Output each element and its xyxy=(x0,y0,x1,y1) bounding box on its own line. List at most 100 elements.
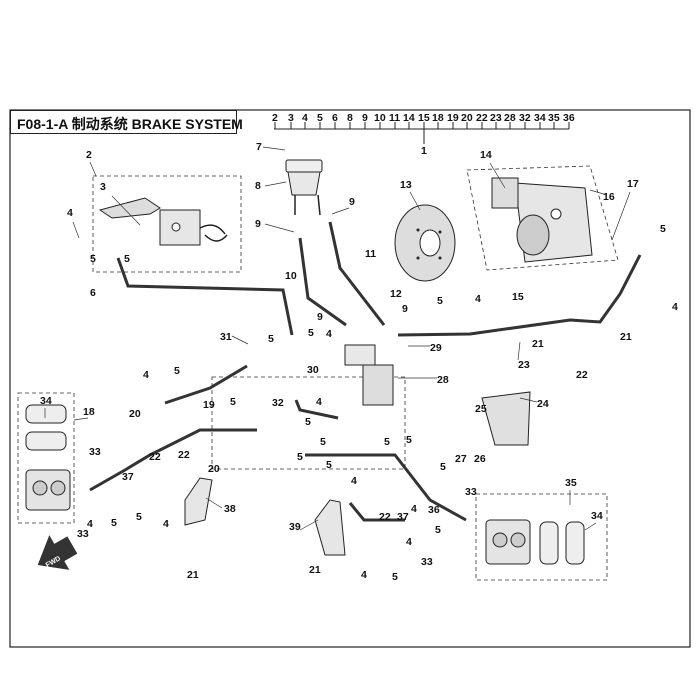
index-total-label: 1 xyxy=(421,145,427,157)
callout-c21d: 21 xyxy=(309,564,321,576)
index-number: 3 xyxy=(288,112,294,124)
callout-c4c: 4 xyxy=(475,293,481,305)
leader-line xyxy=(262,146,286,151)
callout-c34a: 34 xyxy=(40,395,52,407)
callout-c22c: 22 xyxy=(178,449,190,461)
index-number: 28 xyxy=(504,112,516,124)
index-number: 5 xyxy=(317,112,323,124)
leader-line xyxy=(231,335,249,345)
callout-c4h: 4 xyxy=(163,518,169,530)
callout-c24: 24 xyxy=(537,398,549,410)
callout-c16: 16 xyxy=(603,191,615,203)
group-box-rear-caliper xyxy=(466,165,619,271)
leader-line xyxy=(72,221,80,239)
handlebar-brake-lever xyxy=(98,197,228,246)
callout-c4d: 4 xyxy=(326,328,332,340)
callout-c5q: 5 xyxy=(435,524,441,536)
callout-c5e: 5 xyxy=(268,333,274,345)
leader-line xyxy=(299,519,319,531)
group-boxes xyxy=(17,165,619,581)
leader-line xyxy=(331,207,350,215)
callout-c5o: 5 xyxy=(392,571,398,583)
leader-line xyxy=(489,162,506,189)
right-caliper-assembly xyxy=(485,519,585,565)
callout-c4f: 4 xyxy=(143,369,149,381)
callout-c27: 27 xyxy=(455,453,467,465)
title-box: F08-1-A 制动系统 BRAKE SYSTEM xyxy=(10,110,243,134)
leader-line xyxy=(264,181,287,187)
callout-c13: 13 xyxy=(400,179,412,191)
callout-c4b: 4 xyxy=(672,301,678,313)
callout-c5l: 5 xyxy=(136,511,142,523)
callout-c19: 19 xyxy=(203,399,215,411)
index-number: 4 xyxy=(302,112,308,124)
callout-c5d: 5 xyxy=(437,295,443,307)
callout-c39: 39 xyxy=(289,521,301,533)
callout-c5b: 5 xyxy=(124,253,130,265)
bracket-39 xyxy=(314,499,346,556)
callout-c6: 6 xyxy=(90,287,96,299)
index-number: 11 xyxy=(389,112,400,124)
callout-c5g: 5 xyxy=(305,416,311,428)
hose-30 xyxy=(294,399,339,420)
callout-c3: 3 xyxy=(100,181,106,193)
callout-c37a: 37 xyxy=(122,471,134,483)
callout-c22b: 22 xyxy=(149,451,161,463)
callout-c14: 14 xyxy=(480,149,492,161)
callout-c4e: 4 xyxy=(316,396,322,408)
leader-line xyxy=(519,397,538,403)
leader-line xyxy=(409,191,421,211)
callout-c4k: 4 xyxy=(361,569,367,581)
hose-lower xyxy=(348,502,405,522)
index-number: 22 xyxy=(476,112,488,124)
callout-c5f: 5 xyxy=(308,327,314,339)
leader-line xyxy=(611,191,631,241)
callout-c9b: 9 xyxy=(349,196,355,208)
group-box-handlebar-lever xyxy=(92,175,242,273)
hose-36 xyxy=(305,453,467,522)
leader-line xyxy=(73,417,89,421)
callout-c21a: 21 xyxy=(532,338,544,350)
index-number: 9 xyxy=(362,112,368,124)
bracket-38 xyxy=(184,477,213,526)
hose-front-left xyxy=(116,257,294,336)
callout-c28: 28 xyxy=(437,374,449,386)
callout-c33c: 33 xyxy=(465,486,477,498)
index-number: 19 xyxy=(447,112,459,124)
callout-c17: 17 xyxy=(627,178,639,190)
callout-c8: 8 xyxy=(255,180,261,192)
callout-c5c: 5 xyxy=(660,223,666,235)
callout-c22d: 22 xyxy=(379,511,391,523)
callout-c4g: 4 xyxy=(87,518,93,530)
index-number: 23 xyxy=(490,112,502,124)
callout-c33d: 33 xyxy=(421,556,433,568)
callout-c26: 26 xyxy=(474,453,486,465)
index-number: 36 xyxy=(563,112,575,124)
callout-c36: 36 xyxy=(428,504,440,516)
callout-c4j: 4 xyxy=(411,503,417,515)
callout-c20a: 20 xyxy=(129,408,141,420)
outer-frame xyxy=(9,109,691,648)
callout-c5m: 5 xyxy=(297,451,303,463)
callout-c37b: 37 xyxy=(397,511,409,523)
leader-line xyxy=(111,195,141,226)
leader-line xyxy=(264,223,295,233)
callout-c5n: 5 xyxy=(326,459,332,471)
callout-c2: 2 xyxy=(86,149,92,161)
hose-10 xyxy=(298,237,347,327)
index-number: 8 xyxy=(347,112,353,124)
index-number: 10 xyxy=(374,112,386,124)
callout-c5r: 5 xyxy=(384,436,390,448)
callout-c18: 18 xyxy=(83,406,95,418)
callout-c9a: 9 xyxy=(255,218,261,230)
callout-c23: 23 xyxy=(518,359,530,371)
callout-c29: 29 xyxy=(430,342,442,354)
leader-line xyxy=(589,189,608,196)
callout-c25: 25 xyxy=(475,403,487,415)
callout-c4a: 4 xyxy=(67,207,73,219)
group-box-center-hoses xyxy=(211,376,406,470)
callout-c9c: 9 xyxy=(317,311,323,323)
